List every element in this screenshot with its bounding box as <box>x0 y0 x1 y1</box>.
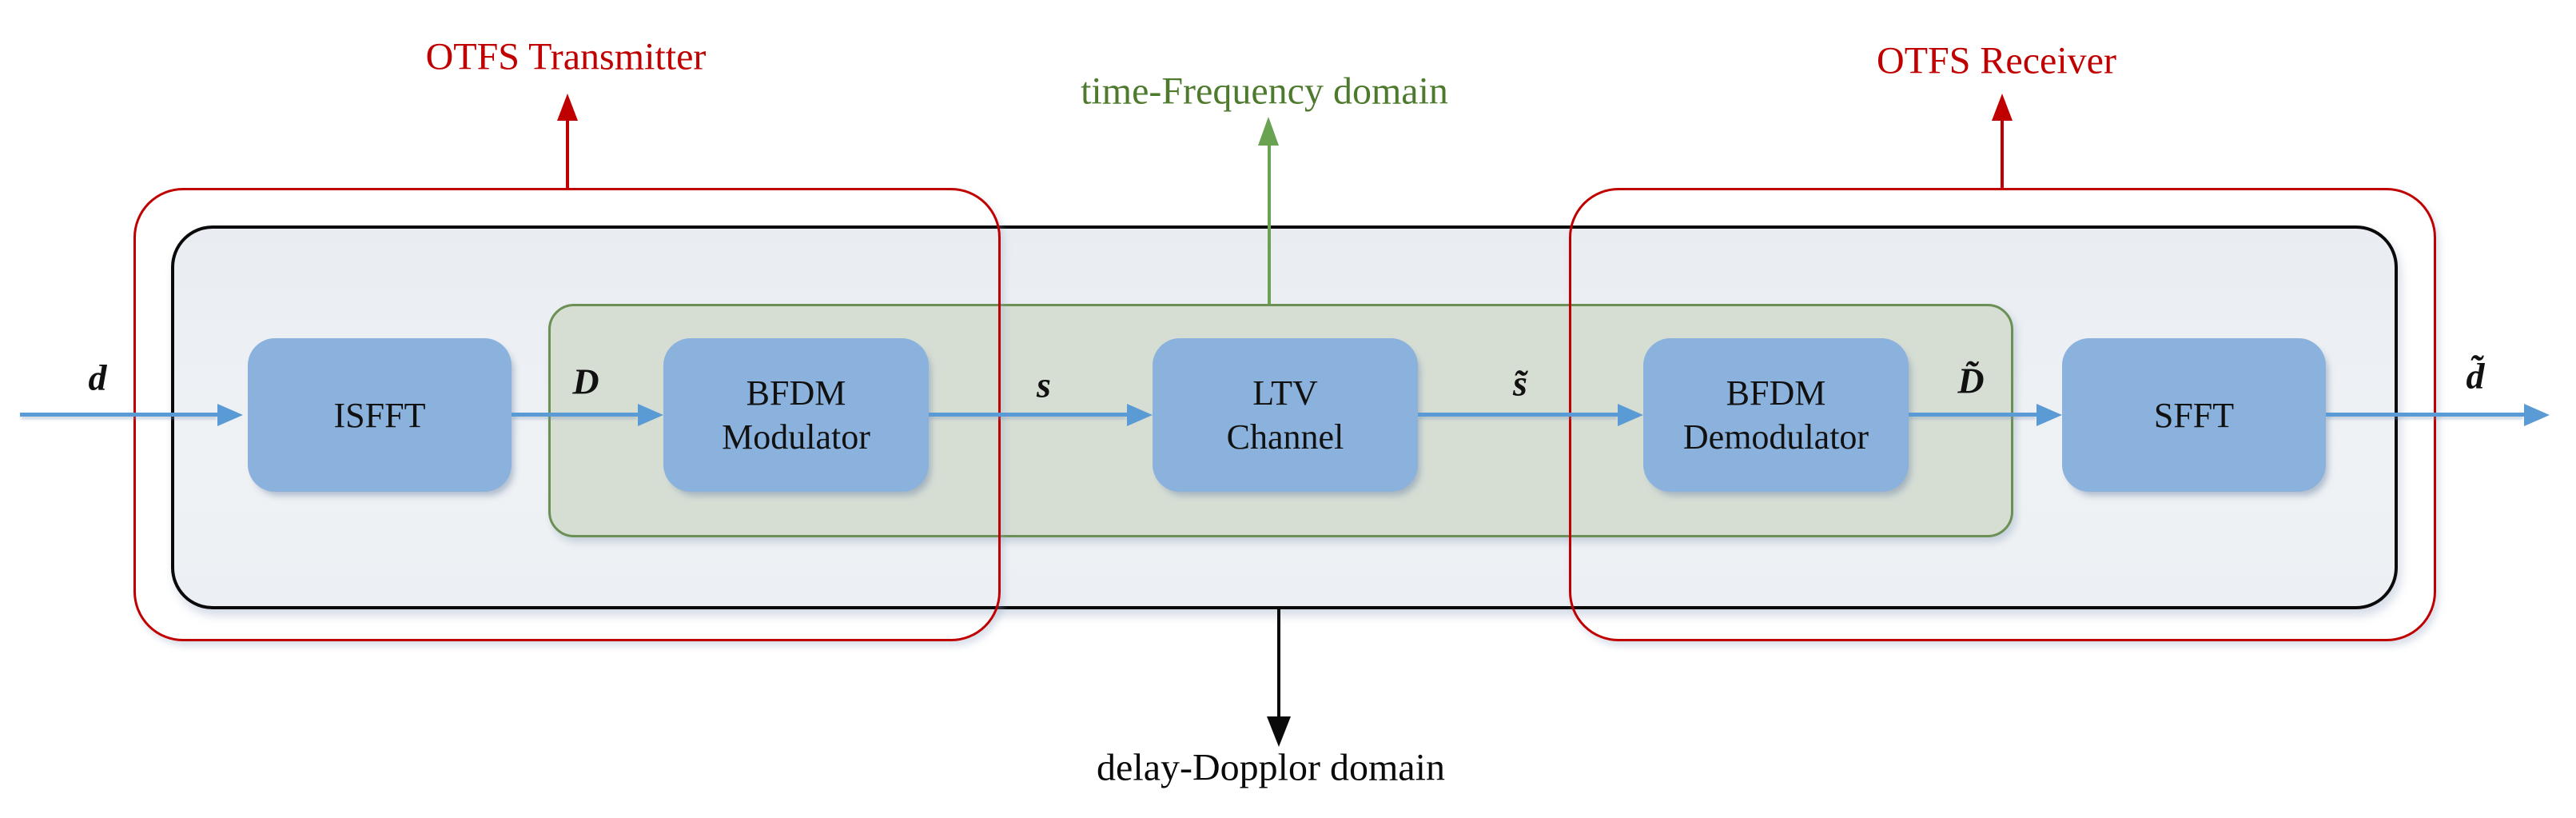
signal-label-s: s <box>1037 364 1051 405</box>
time-frequency-arrow-head <box>1258 117 1279 146</box>
arrow-D-head <box>638 404 663 426</box>
delay-doppler-arrow-head <box>1267 716 1291 747</box>
block-ltv-channel: LTV Channel <box>1153 338 1418 492</box>
block-bfdm-demodulator-label: BFDM Demodulator <box>1682 373 1869 457</box>
block-isfft: ISFFT <box>248 338 512 492</box>
block-bfdm-modulator: BFDM Modulator <box>663 338 929 492</box>
transmitter-arrow-line <box>566 120 569 189</box>
delay-doppler-caption: delay-Dopplor domain <box>1097 746 1445 789</box>
arrow-d-tilde-head <box>2524 404 2550 426</box>
arrow-s-head <box>1127 404 1153 426</box>
receiver-arrow-line <box>2001 120 2004 189</box>
receiver-arrow-head <box>1992 94 2013 121</box>
signal-label-s-tilde: s̃ <box>1513 362 1527 404</box>
arrow-D-line <box>512 413 638 417</box>
signal-label-d-tilde: d̃ <box>2466 355 2485 397</box>
arrow-D-tilde-head <box>2037 404 2062 426</box>
block-bfdm-modulator-label: BFDM Modulator <box>722 373 870 457</box>
signal-label-D-tilde: D̃ <box>1957 360 1985 401</box>
arrow-d-tilde-line <box>2326 413 2524 417</box>
block-sfft: SFFT <box>2062 338 2326 492</box>
delay-doppler-arrow-line <box>1277 608 1280 716</box>
transmitter-arrow-head <box>557 94 578 121</box>
arrow-s-line <box>929 413 1127 417</box>
block-bfdm-demodulator: BFDM Demodulator <box>1643 338 1909 492</box>
arrow-s-tilde-head <box>1618 404 1643 426</box>
block-isfft-label: ISFFT <box>333 395 426 435</box>
time-frequency-arrow-line <box>1268 145 1271 304</box>
arrow-s-tilde-line <box>1418 413 1618 417</box>
arrow-d-line <box>20 413 217 417</box>
block-sfft-label: SFFT <box>2153 395 2235 435</box>
arrow-d-head <box>217 404 243 426</box>
arrow-D-tilde-line <box>1909 413 2037 417</box>
transmitter-caption: OTFS Transmitter <box>425 35 707 78</box>
block-ltv-channel-label: LTV Channel <box>1226 373 1344 457</box>
time-frequency-caption: time-Frequency domain <box>1081 70 1448 113</box>
receiver-caption: OTFS Receiver <box>1877 39 2116 82</box>
signal-label-D: D <box>572 361 599 402</box>
signal-label-d: d <box>88 357 107 398</box>
